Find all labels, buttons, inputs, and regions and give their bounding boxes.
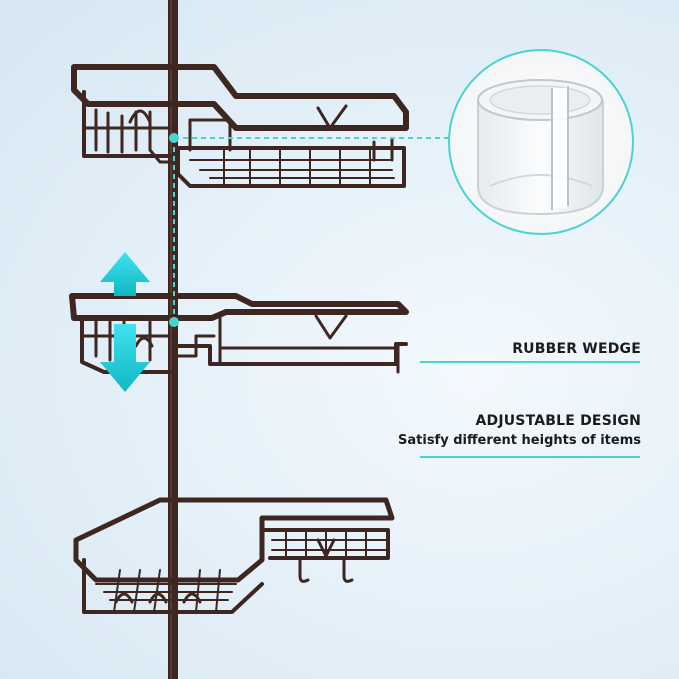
pole [168, 0, 178, 679]
rubber-wedge-label: RUBBER WEDGE [512, 341, 641, 357]
adjustable-design-underline [420, 456, 640, 458]
bottom-basket [73, 497, 395, 614]
rubber-wedge-zoom-circle [448, 49, 634, 235]
adjustable-design-subtitle: Satisfy different heights of items [398, 433, 641, 448]
middle-basket [69, 293, 409, 374]
connector-lines [173, 137, 452, 322]
wedge-dot-top [169, 133, 179, 143]
adjustable-design-label: ADJUSTABLE DESIGN [475, 413, 641, 429]
double-vertical-arrow-icon [100, 252, 150, 392]
wedge-dot-middle [169, 317, 179, 327]
top-basket [71, 64, 409, 188]
rubber-wedge-underline [420, 361, 640, 363]
